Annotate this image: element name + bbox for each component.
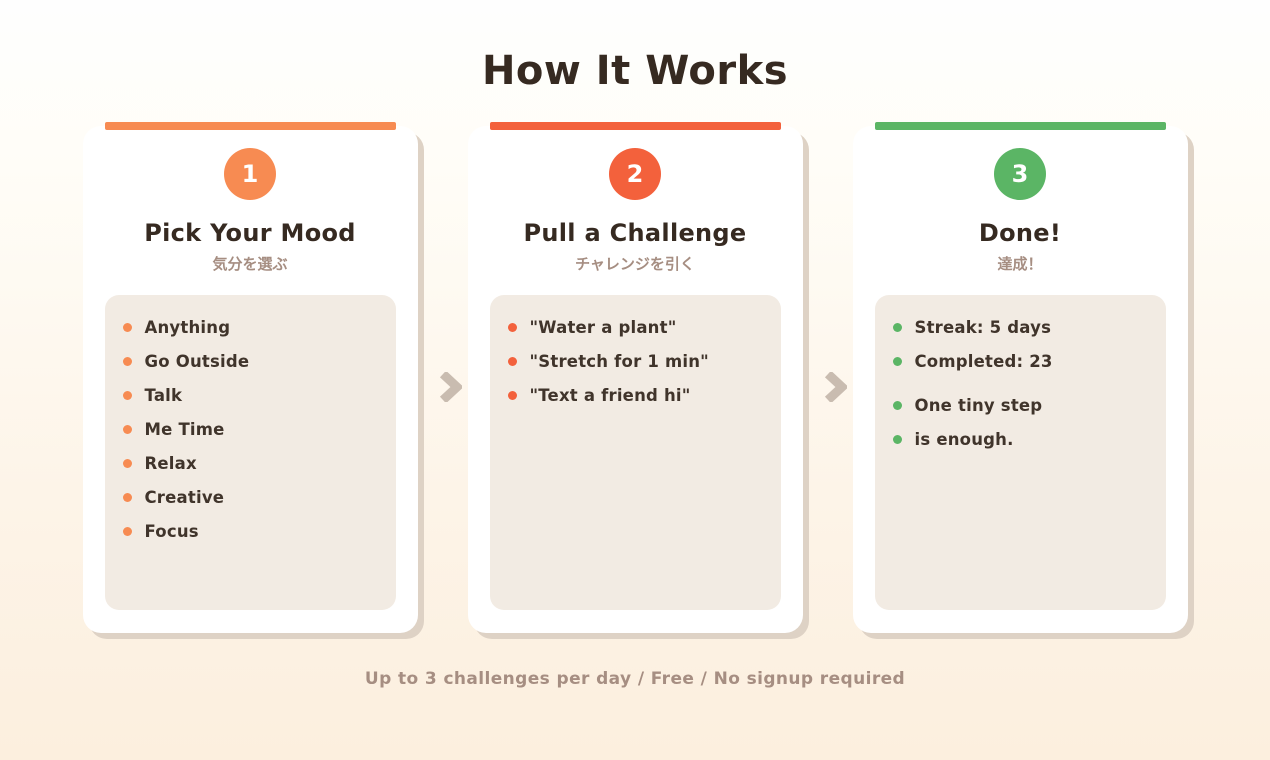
bullet-dot-icon xyxy=(892,400,902,410)
list-item-label: Me Time xyxy=(144,419,225,439)
list-item-label: One tiny step xyxy=(914,395,1043,415)
bullet-dot-icon xyxy=(122,356,132,366)
bullet-dot-icon xyxy=(122,390,132,400)
step-title: Done! xyxy=(978,219,1062,247)
step-subtitle-japanese: 気分を選ぶ xyxy=(212,255,288,274)
list-item: "Stretch for 1 min" xyxy=(507,350,763,372)
list-item-label: Completed: 23 xyxy=(914,351,1053,371)
list-item-label: Relax xyxy=(144,453,197,473)
list-item-label: Anything xyxy=(144,317,231,337)
step-title: Pick Your Mood xyxy=(144,219,356,247)
list-item: Completed: 23 xyxy=(892,350,1148,372)
bullet-dot-icon xyxy=(122,492,132,502)
list-item: "Water a plant" xyxy=(507,316,763,338)
step-arrow-1 xyxy=(418,126,468,633)
list-item: is enough. xyxy=(892,428,1148,450)
bullet-dot-icon xyxy=(892,356,902,366)
chevron-right-icon xyxy=(824,371,847,402)
bullet-dot-icon xyxy=(122,322,132,332)
step-card-pick-mood: 1 Pick Your Mood 気分を選ぶ Anything Go Outsid… xyxy=(82,122,418,633)
step-card-pull-challenge: 2 Pull a Challenge チャレンジを引く "Water a pla… xyxy=(467,122,803,633)
list-item: Me Time xyxy=(122,418,378,440)
list-item: Focus xyxy=(122,520,378,542)
list-item: Relax xyxy=(122,452,378,474)
list-item-label: Creative xyxy=(144,487,225,507)
list-item: Anything xyxy=(122,316,378,338)
card-accent-bar xyxy=(874,122,1166,130)
steps-row: 1 Pick Your Mood 気分を選ぶ Anything Go Outsid… xyxy=(0,122,1270,633)
list-item: One tiny step xyxy=(892,394,1148,416)
list-item: "Text a friend hi" xyxy=(507,384,763,406)
bullet-dot-icon xyxy=(122,424,132,434)
list-item-label: "Stretch for 1 min" xyxy=(529,351,709,371)
bullet-dot-icon xyxy=(507,356,517,366)
step-number-badge: 2 xyxy=(609,148,661,200)
list-item: Talk xyxy=(122,384,378,406)
bullet-dot-icon xyxy=(507,322,517,332)
list-item-label: Go Outside xyxy=(144,351,250,371)
chevron-right-icon xyxy=(439,371,462,402)
challenge-list-panel: "Water a plant" "Stretch for 1 min" "Text … xyxy=(489,295,781,610)
step-number-badge: 1 xyxy=(224,148,276,200)
list-item-label: Focus xyxy=(144,521,199,541)
step-title: Pull a Challenge xyxy=(523,219,747,247)
card-accent-bar xyxy=(104,122,396,130)
bullet-dot-icon xyxy=(122,458,132,468)
section-title: How It Works xyxy=(481,48,789,94)
list-item: Streak: 5 days xyxy=(892,316,1148,338)
list-item-label: is enough. xyxy=(914,429,1014,449)
list-item-label: Streak: 5 days xyxy=(914,317,1052,337)
step-subtitle-japanese: 達成！ xyxy=(997,255,1043,274)
step-arrow-2 xyxy=(803,126,853,633)
bullet-dot-icon xyxy=(507,390,517,400)
bullet-dot-icon xyxy=(892,322,902,332)
bullet-dot-icon xyxy=(892,434,902,444)
card-accent-bar xyxy=(489,122,781,130)
list-item: Creative xyxy=(122,486,378,508)
bullet-dot-icon xyxy=(122,526,132,536)
footer-note: Up to 3 challenges per day / Free / No s… xyxy=(364,669,906,689)
step-number-badge: 3 xyxy=(994,148,1046,200)
step-subtitle-japanese: チャレンジを引く xyxy=(575,255,695,274)
list-item-label: "Water a plant" xyxy=(529,317,677,337)
list-item: Go Outside xyxy=(122,350,378,372)
list-item-label: "Text a friend hi" xyxy=(529,385,691,405)
list-item-label: Talk xyxy=(144,385,183,405)
